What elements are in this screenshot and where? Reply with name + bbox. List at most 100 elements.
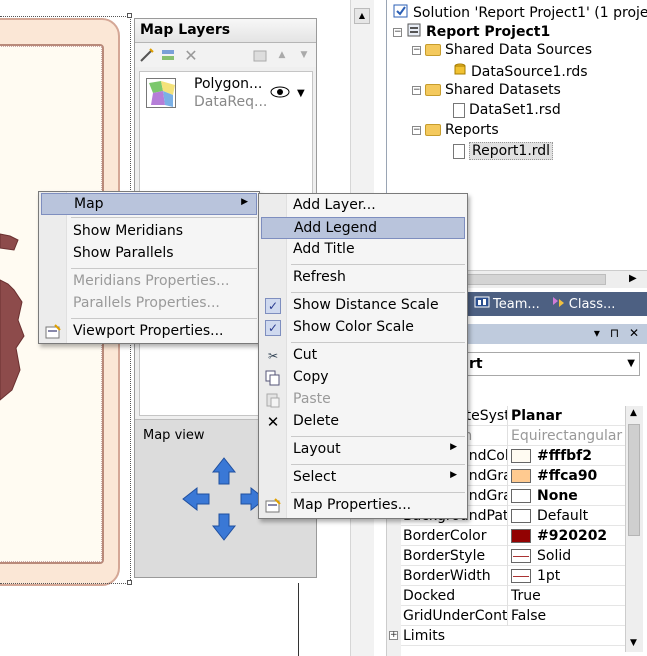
solution-icon: [393, 3, 409, 23]
selection-border-bottom: [0, 583, 132, 584]
team-explorer-icon: [474, 295, 490, 313]
property-row[interactable]: GridUnderConter False: [401, 606, 626, 626]
menu-item-map-properties[interactable]: Map Properties...: [261, 495, 465, 517]
pan-right-icon: [240, 486, 266, 512]
menu-item-layout[interactable]: Layout ▶: [261, 439, 465, 461]
menu-item-label: Parallels Properties...: [73, 295, 220, 311]
tab-class-view[interactable]: Class...: [550, 295, 615, 313]
menu-item-show-color-scale[interactable]: ✓ Show Color Scale: [261, 317, 465, 339]
property-name: GridUnderConter: [403, 608, 507, 624]
layer-item[interactable]: Polygon... DataReq... ▼: [142, 74, 310, 118]
menu-item-add-layer[interactable]: Add Layer...: [261, 195, 465, 217]
resize-handle[interactable]: [127, 13, 132, 18]
menu-item-show-distance-scale[interactable]: ✓ Show Distance Scale: [261, 295, 465, 317]
tree-shared-data-sources[interactable]: − Shared Data Sources: [412, 42, 592, 58]
tree-shared-datasets[interactable]: − Shared Datasets: [412, 82, 561, 98]
resize-handle[interactable]: [127, 580, 132, 585]
property-value: True: [511, 588, 541, 604]
window-position-arrow-icon[interactable]: ▾: [593, 326, 600, 340]
project-icon: [406, 22, 422, 42]
menu-item-show-meridians[interactable]: Show Meridians: [41, 221, 257, 243]
tree-label: Reports: [445, 122, 499, 138]
tab-team-explorer[interactable]: Team...: [474, 295, 540, 313]
tree-project[interactable]: − Report Project1: [393, 22, 550, 42]
visibility-eye-icon[interactable]: [270, 86, 290, 102]
property-value: Default: [537, 508, 589, 524]
collapse-toggle-icon[interactable]: −: [412, 44, 421, 55]
property-name: BorderStyle: [403, 548, 486, 564]
tree-label: DataSet1.rsd: [469, 102, 561, 118]
menu-item-parallels-properties[interactable]: Parallels Properties...: [41, 293, 257, 315]
tree-solution[interactable]: Solution 'Report Project1' (1 project): [393, 3, 647, 23]
properties-titlebar: ▾ ⊓ ✕: [466, 324, 647, 344]
menu-item-copy[interactable]: Copy: [261, 367, 465, 389]
layer-options-arrow-icon[interactable]: ▼: [297, 88, 305, 99]
move-up-icon[interactable]: ▲: [278, 50, 286, 60]
property-row[interactable]: BorderWidth 1pt: [401, 566, 626, 586]
color-swatch: [511, 469, 531, 483]
submenu-arrow-icon: ▶: [241, 197, 248, 207]
property-row[interactable]: + Limits: [389, 626, 626, 646]
layer-subtitle: DataReq...: [194, 94, 268, 110]
properties-vertical-scrollbar[interactable]: ▲ ▼: [625, 406, 643, 652]
tree-reports[interactable]: − Reports: [412, 122, 499, 138]
color-swatch: [511, 489, 531, 503]
collapse-toggle-icon[interactable]: −: [412, 84, 421, 95]
tree-datasource1[interactable]: DataSource1.rds: [453, 62, 588, 82]
menu-item-meridians-properties[interactable]: Meridians Properties...: [41, 271, 257, 293]
menu-item-viewport-properties[interactable]: Viewport Properties...: [41, 321, 257, 343]
collapse-toggle-icon[interactable]: −: [393, 26, 402, 37]
scroll-right-arrow-icon[interactable]: ▶: [629, 273, 637, 284]
tree-dataset1[interactable]: DataSet1.rsd: [453, 102, 561, 118]
property-row[interactable]: Docked True: [401, 586, 626, 606]
move-down-icon[interactable]: ▼: [300, 50, 308, 60]
collapse-toggle-icon[interactable]: −: [412, 124, 421, 135]
layer-properties-icon[interactable]: [252, 47, 268, 63]
property-row[interactable]: BorderColor #920202: [401, 526, 626, 546]
menu-item-map[interactable]: Map ▶: [41, 193, 257, 215]
property-value: #ffca90: [537, 468, 598, 484]
layer-wizard-icon[interactable]: [139, 47, 155, 63]
tree-label: Shared Data Sources: [445, 42, 592, 58]
checkmark-icon: ✓: [265, 320, 281, 336]
add-layer-dropdown-icon[interactable]: [161, 47, 177, 63]
menu-item-add-title[interactable]: Add Title: [261, 239, 465, 261]
pan-arrows-control[interactable]: [179, 454, 269, 544]
menu-item-cut[interactable]: ✂ Cut: [261, 345, 465, 367]
expand-toggle-icon[interactable]: +: [389, 630, 398, 640]
property-row[interactable]: BorderStyle Solid: [401, 546, 626, 566]
scroll-up-arrow-icon[interactable]: ▲: [630, 408, 637, 418]
map-polygon-shapes: [0, 233, 25, 401]
delete-layer-icon[interactable]: ✕: [184, 45, 198, 65]
class-view-icon: [550, 295, 566, 313]
menu-item-select[interactable]: Select ▶: [261, 467, 465, 489]
tree-report1[interactable]: Report1.rdl: [453, 142, 554, 160]
properties-icon: [45, 324, 61, 340]
menu-item-add-legend[interactable]: Add Legend: [261, 217, 465, 239]
menu-item-paste[interactable]: Paste: [261, 389, 465, 411]
polygon-layer-icon: [146, 78, 176, 108]
scroll-up-arrow[interactable]: ▲: [354, 8, 370, 24]
menu-item-label: Copy: [293, 369, 329, 385]
pan-down-icon: [211, 513, 237, 541]
property-value: #920202: [537, 528, 608, 544]
canvas-divider: [298, 583, 299, 656]
dropdown-arrow-icon[interactable]: ▼: [627, 358, 635, 369]
menu-item-refresh[interactable]: Refresh: [261, 267, 465, 289]
auto-hide-pin-icon[interactable]: ⊓: [609, 326, 620, 340]
color-swatch: [511, 449, 531, 463]
property-name: BorderWidth: [403, 568, 491, 584]
property-name: Docked: [403, 588, 456, 604]
scroll-down-arrow-icon[interactable]: ▼: [630, 638, 637, 648]
pan-up-icon: [211, 457, 237, 485]
close-icon[interactable]: ✕: [628, 326, 639, 340]
properties-object-selector[interactable]: rt ▼: [466, 352, 640, 376]
menu-item-show-parallels[interactable]: Show Parallels: [41, 243, 257, 265]
menu-item-delete[interactable]: ✕ Delete: [261, 411, 465, 433]
menu-item-label: Map: [74, 196, 104, 212]
scroll-thumb[interactable]: [628, 424, 640, 536]
property-value: Solid: [537, 548, 572, 564]
map-layers-title: Map Layers: [135, 19, 316, 43]
tree-label: Report1.rdl: [469, 142, 554, 160]
properties-window-controls: ▾ ⊓ ✕: [594, 326, 639, 340]
